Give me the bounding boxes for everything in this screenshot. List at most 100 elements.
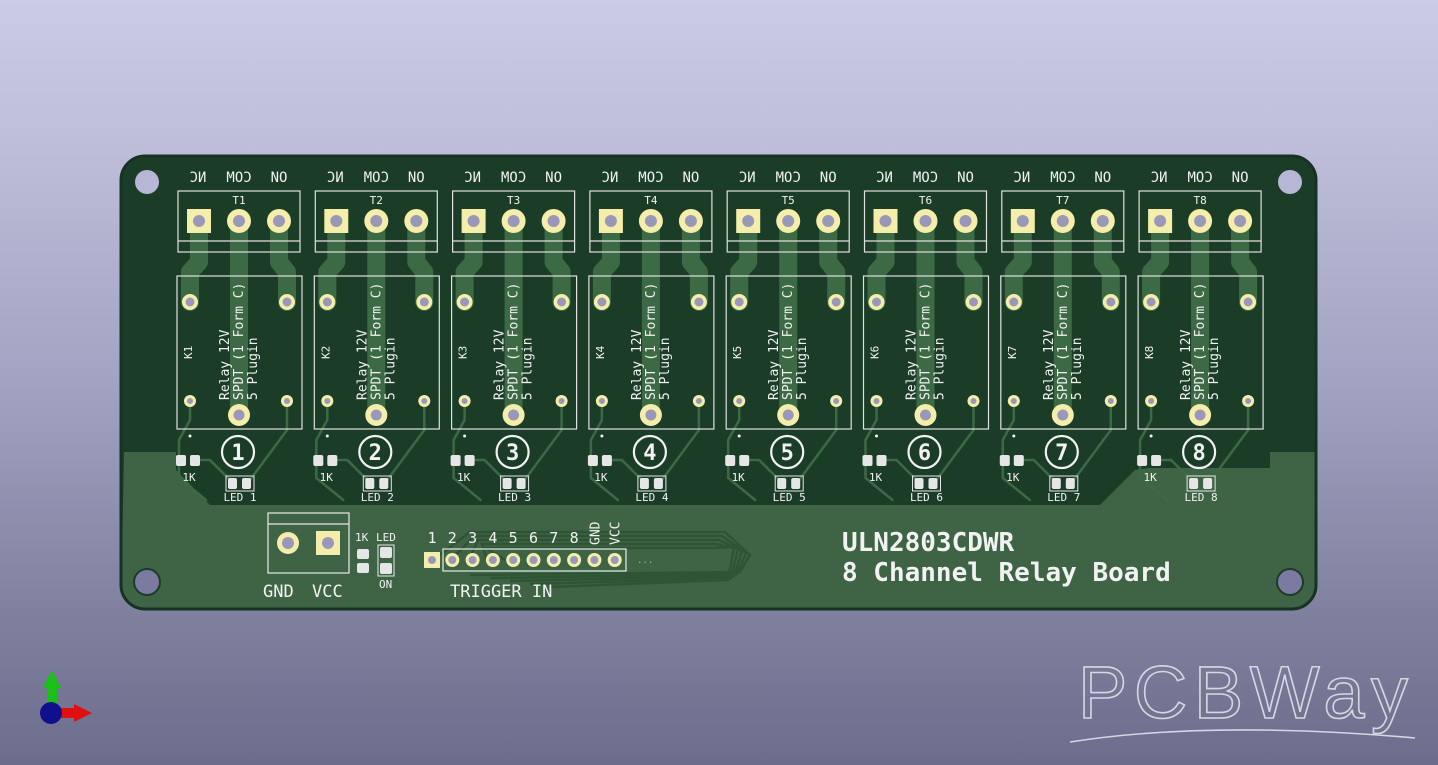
channel-traces bbox=[1001, 213, 1120, 502]
relay-description: 5 Plugin bbox=[383, 337, 398, 400]
led-outline bbox=[1186, 475, 1216, 492]
channel-number-circle bbox=[1181, 434, 1217, 470]
relay-description: Relay 12V bbox=[493, 329, 508, 400]
nc-label: NC bbox=[1151, 170, 1168, 186]
no-label: NO bbox=[408, 170, 425, 186]
channel-number: 3 bbox=[506, 441, 519, 466]
power-terminal-outline bbox=[267, 512, 350, 574]
channel-number-circle bbox=[770, 434, 805, 470]
relay-description: SPDT (1 Form C) bbox=[507, 283, 522, 400]
led-pad bbox=[777, 478, 787, 489]
relay-description: SPDT (1 Form C) bbox=[232, 283, 247, 400]
resistor-pad bbox=[601, 455, 612, 466]
pin1-marker bbox=[463, 434, 467, 438]
relay-description: 5 Plugin bbox=[658, 337, 673, 400]
terminal-ref: T3 bbox=[507, 194, 520, 207]
header-pin-label: 4 bbox=[488, 529, 497, 547]
resistor-pad bbox=[999, 455, 1010, 466]
resistor-pad bbox=[176, 455, 186, 466]
channel-traces bbox=[315, 213, 434, 502]
led-label: LED 7 bbox=[1047, 491, 1080, 504]
resistor-value: 1K bbox=[457, 471, 471, 484]
resistor-value: 1K bbox=[1006, 471, 1020, 484]
led-outline bbox=[637, 475, 667, 492]
board-title-desc: 8 Channel Relay Board bbox=[842, 558, 1171, 588]
power-led-label: LED bbox=[376, 531, 396, 544]
led-pad bbox=[242, 478, 251, 489]
relay-description: 5 Plugin bbox=[933, 337, 948, 400]
led-label: LED 4 bbox=[635, 491, 668, 504]
header-pin-label: 2 bbox=[448, 529, 457, 547]
com-label: COM bbox=[1050, 170, 1075, 186]
led-pad bbox=[365, 478, 375, 489]
led-outline bbox=[774, 475, 804, 492]
resistor-pad bbox=[876, 455, 887, 466]
traces bbox=[177, 213, 1258, 589]
nc-label: NC bbox=[327, 170, 344, 186]
led-label: LED 6 bbox=[910, 491, 943, 504]
relay-description: SPDT (1 Form C) bbox=[369, 283, 384, 400]
relay-outline bbox=[1000, 275, 1127, 430]
header-pin-label: 3 bbox=[468, 529, 477, 547]
resistor-pad bbox=[1137, 455, 1148, 466]
led-pad bbox=[928, 478, 938, 489]
channel-traces bbox=[452, 213, 571, 502]
mounting-hole bbox=[1278, 170, 1302, 194]
terminal-block-outline bbox=[177, 190, 301, 253]
relay-ref: K6 bbox=[869, 346, 882, 359]
led-outline bbox=[912, 475, 941, 492]
power-on-label: ON bbox=[379, 578, 392, 591]
channel-number: 4 bbox=[643, 441, 656, 466]
power-resistor-label: 1K bbox=[355, 531, 369, 544]
resistor-pad bbox=[739, 455, 750, 466]
led-pad bbox=[228, 478, 237, 489]
no-label: NO bbox=[682, 170, 699, 186]
no-label: NO bbox=[271, 170, 288, 186]
x-axis-shaft bbox=[56, 708, 78, 718]
relay-description: SPDT (1 Form C) bbox=[1056, 283, 1071, 400]
resistor-pad bbox=[450, 455, 461, 466]
relay-outline bbox=[451, 275, 578, 430]
channel-number-circle bbox=[632, 434, 668, 470]
pin1-marker bbox=[188, 434, 192, 438]
relay-description: 5 Plugin bbox=[246, 337, 261, 400]
relay-description: 5 Plugin bbox=[521, 337, 536, 400]
z-axis-sphere bbox=[40, 702, 62, 724]
relay-description: SPDT (1 Form C) bbox=[644, 283, 659, 400]
header-ellipsis: ... bbox=[637, 556, 653, 566]
mounting-holes bbox=[133, 170, 1304, 596]
relay-description: Relay 12V bbox=[218, 329, 233, 400]
power-connector: GND VCC 1K LED ON bbox=[263, 512, 396, 602]
header-pin-label: 8 bbox=[570, 529, 579, 547]
relay-outline bbox=[588, 275, 715, 430]
terminal-ref: T7 bbox=[1056, 194, 1069, 207]
mounting-hole bbox=[135, 170, 159, 194]
terminal-ref: T4 bbox=[644, 194, 658, 207]
relay-description: Relay 12V bbox=[1042, 329, 1057, 400]
terminal-block-outline bbox=[1001, 190, 1125, 253]
no-label: NO bbox=[545, 170, 562, 186]
led-outline bbox=[500, 475, 530, 492]
relay-outline bbox=[862, 275, 990, 430]
relay-description: Relay 12V bbox=[905, 329, 920, 400]
header-pin-label: 1 bbox=[427, 529, 436, 547]
relay-ref: K7 bbox=[1006, 346, 1019, 359]
led-label: LED 3 bbox=[498, 491, 531, 504]
relay-outline bbox=[725, 275, 852, 430]
pin1-marker bbox=[600, 434, 604, 438]
resistor-pad bbox=[327, 455, 338, 466]
terminal-block-outline bbox=[863, 190, 988, 253]
resistor-value: 1K bbox=[594, 471, 608, 484]
channel-number: 7 bbox=[1055, 441, 1068, 466]
led-pad bbox=[1203, 478, 1213, 489]
terminal-ref: T8 bbox=[1193, 194, 1206, 207]
resistor-value: 1K bbox=[869, 471, 883, 484]
channel-number: 1 bbox=[231, 441, 244, 466]
